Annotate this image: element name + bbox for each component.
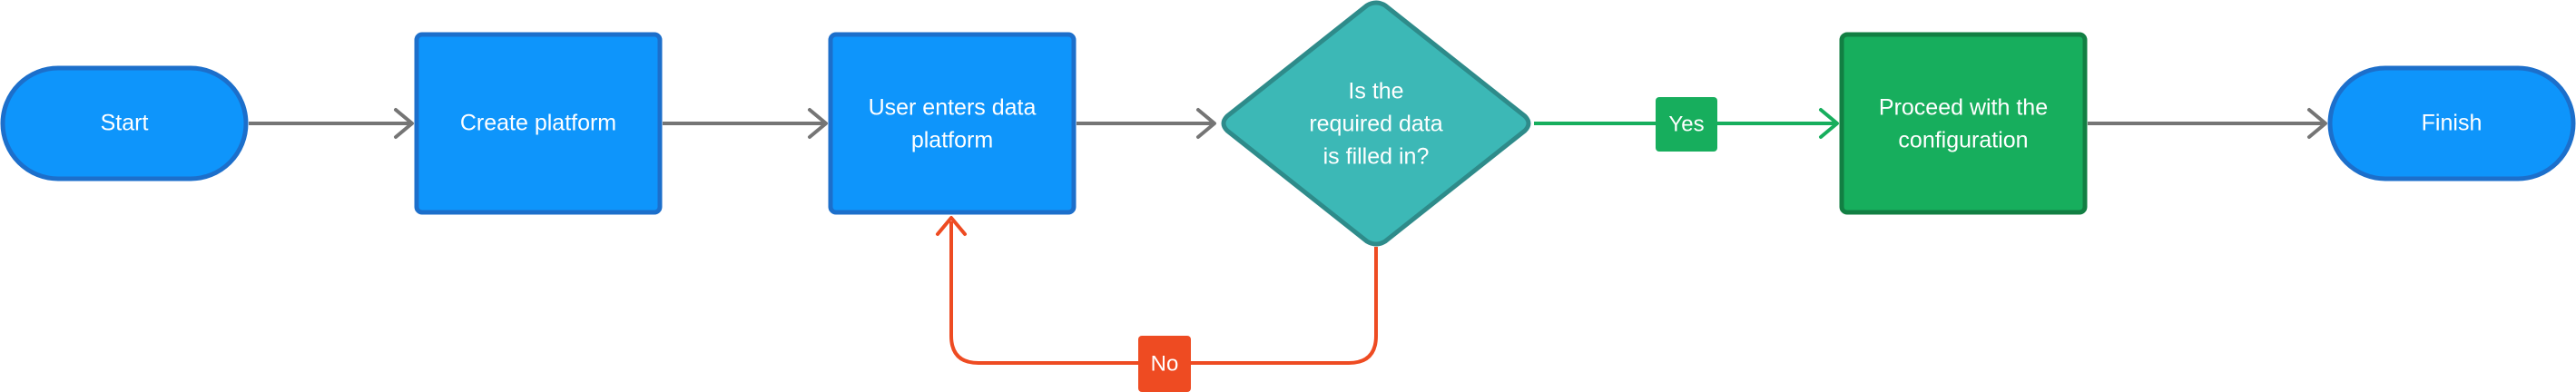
user-enters-label-line2: platform — [911, 128, 993, 153]
proceed-label-line2: configuration — [1898, 128, 2028, 153]
finish-label: Finish — [2422, 111, 2483, 136]
connector-start-to-create — [249, 108, 414, 139]
proceed-node: Proceed with the configuration — [1839, 32, 2088, 215]
start-node: Start — [0, 65, 249, 181]
no-label: No — [1151, 351, 1179, 376]
decision-label-line2: required data — [1309, 112, 1442, 137]
proceed-label-line1: Proceed with the — [1879, 95, 2048, 121]
user-enters-label-line1: User enters data — [869, 95, 1037, 121]
connector-proceed-to-finish — [2088, 108, 2327, 139]
create-platform-node: Create platform — [414, 32, 663, 215]
user-enters-data-node: User enters data platform — [828, 32, 1077, 215]
connector-user-to-decision — [1077, 108, 1216, 139]
finish-node: Finish — [2327, 65, 2576, 181]
create-platform-label: Create platform — [460, 111, 616, 136]
connector-create-to-user — [663, 108, 828, 139]
yes-label: Yes — [1668, 112, 1704, 136]
no-badge: No — [1138, 336, 1191, 392]
start-label: Start — [101, 111, 149, 136]
yes-badge: Yes — [1656, 97, 1717, 152]
decision-label-line1: Is the — [1348, 79, 1403, 104]
decision-label-line3: is filled in? — [1323, 144, 1430, 170]
decision-node: Is the required data is filled in? — [1221, 0, 1531, 247]
